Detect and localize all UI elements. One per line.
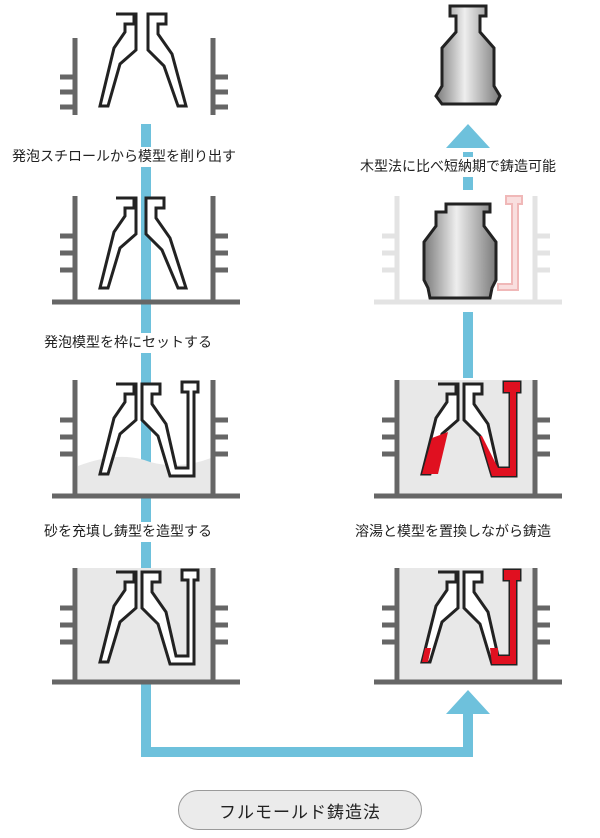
step-pour-illustration xyxy=(374,568,562,685)
step-label-result: 木型法に比べ短納期で鋳造可能 xyxy=(356,157,560,177)
step-mold-illustration xyxy=(52,568,240,685)
cast-part-icon xyxy=(422,202,498,300)
cast-part-icon xyxy=(434,4,502,106)
runner-faded xyxy=(497,195,523,291)
step-shakeout-illustration xyxy=(374,195,562,305)
flask-icon xyxy=(52,568,240,685)
foam-pattern-icon xyxy=(98,380,200,478)
step-label-carve: 発泡スチロールから模型を削り出す xyxy=(8,147,240,167)
flask-icon xyxy=(60,38,228,115)
foam-pattern-icon xyxy=(98,12,188,108)
arrow-head-icon xyxy=(446,690,490,714)
step-cast-illustration xyxy=(374,380,562,499)
molten-metal xyxy=(422,382,520,476)
foam-pattern-icon xyxy=(98,568,200,666)
step-label-set: 発泡模型を枠にセットする xyxy=(40,333,216,353)
flask-icon xyxy=(374,196,562,305)
arrow-head-icon xyxy=(446,124,490,148)
step-carve-illustration xyxy=(60,12,228,115)
molten-metal xyxy=(422,570,520,664)
step-label-pour: 溶湯と模型を置換しながら鋳造 xyxy=(351,522,555,542)
step-fill-illustration xyxy=(52,380,240,499)
flask-icon xyxy=(52,380,240,499)
flask-icon xyxy=(374,568,562,685)
method-title-badge: フルモールド鋳造法 xyxy=(178,790,422,830)
foam-pattern-icon xyxy=(98,196,189,290)
step-label-fill: 砂を充填し鋳型を造型する xyxy=(40,522,216,542)
step-set-illustration xyxy=(52,196,240,305)
flask-icon xyxy=(52,196,240,305)
method-title: フルモールド鋳造法 xyxy=(219,802,381,823)
step-result-illustration xyxy=(434,4,502,106)
flask-icon xyxy=(374,380,562,499)
